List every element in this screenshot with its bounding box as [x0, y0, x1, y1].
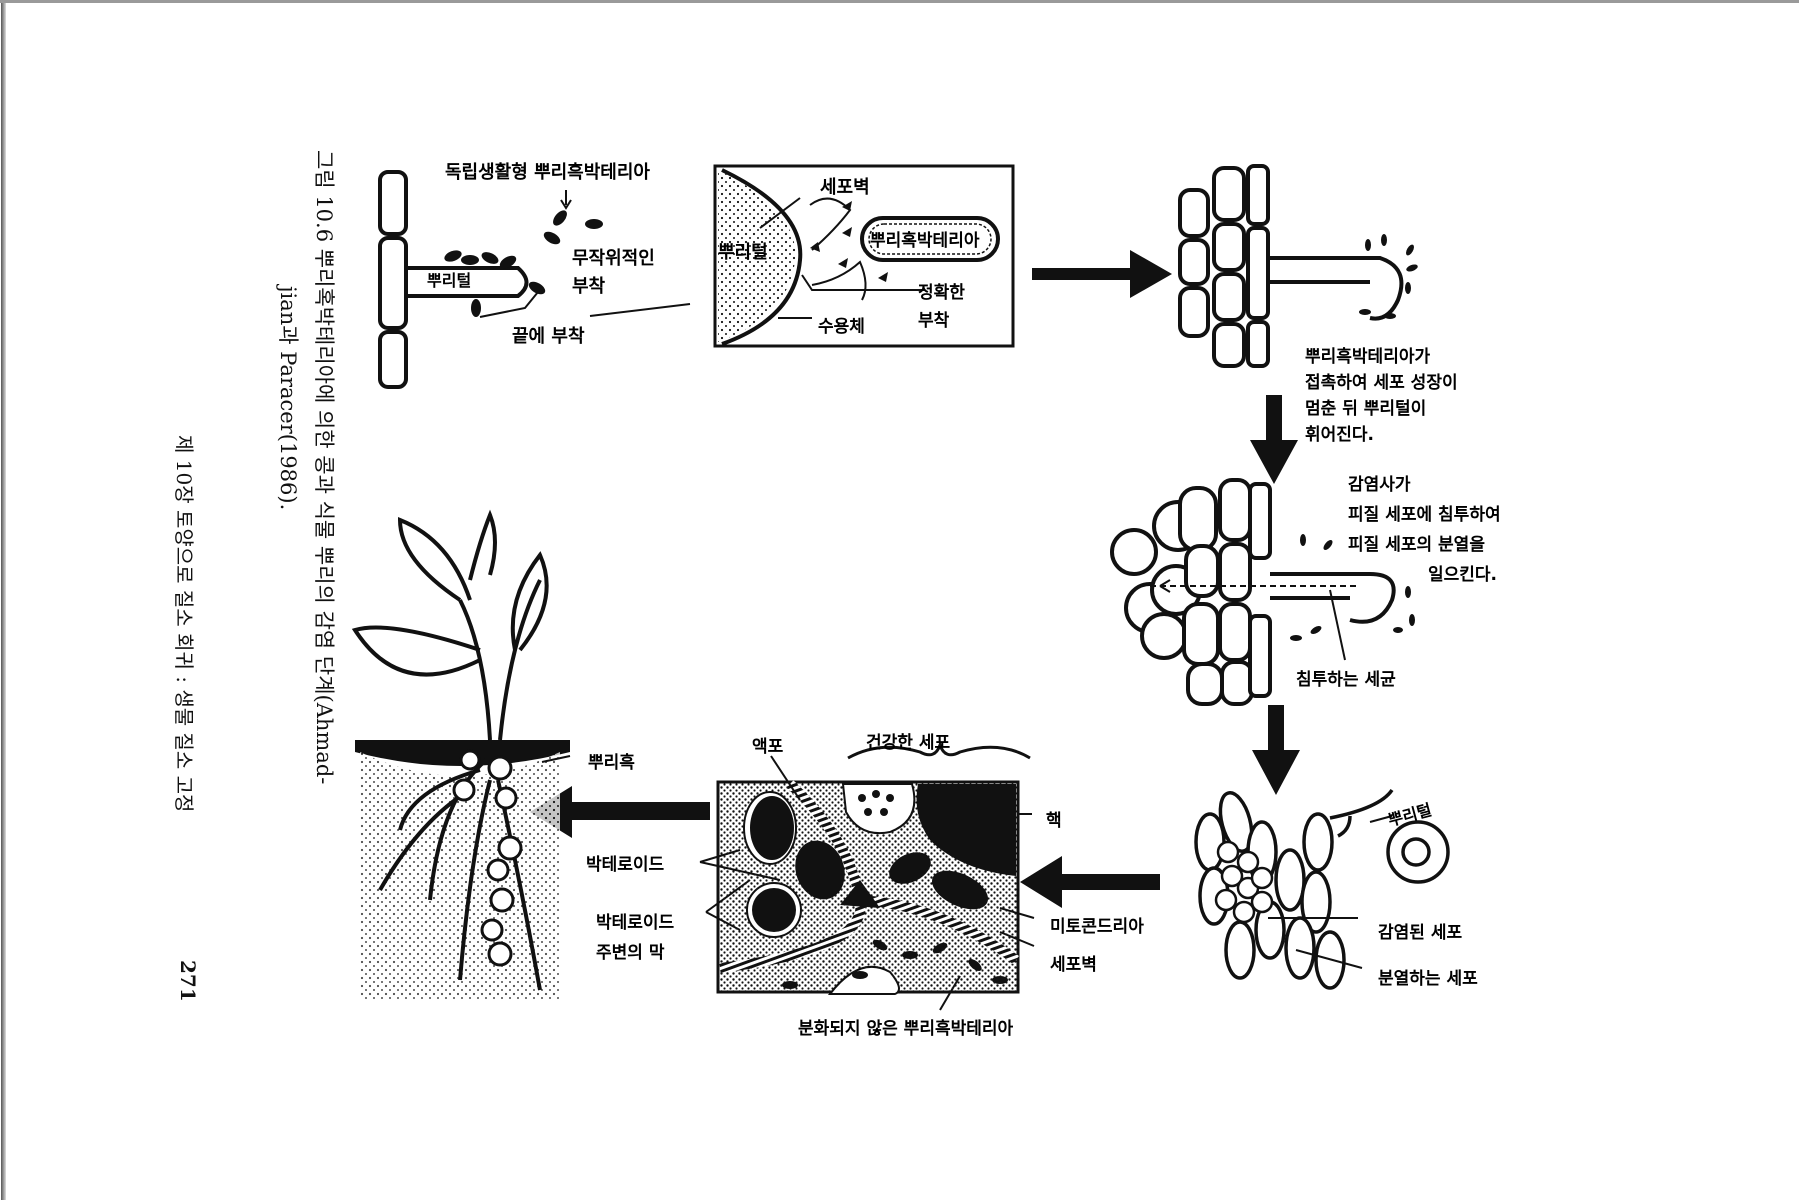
- stage6-membrane-line1: 박테로이드: [596, 913, 675, 933]
- stage1-random-attach-line1: 무작위적인: [572, 248, 655, 269]
- stage5-infected-cell-label: 감염된 세포: [1378, 923, 1462, 943]
- stage1-random-attach-line2: 부착: [572, 276, 606, 297]
- arrow-down-icon: [1252, 705, 1300, 795]
- arrow-left-icon: [1020, 856, 1160, 908]
- stage7-nodule-label: 뿌리흑: [588, 752, 635, 773]
- stage4-invading-label: 침투하는 세균: [1296, 669, 1396, 690]
- stage2-cell-wall-label: 세포벽: [820, 177, 870, 198]
- stage1-tip-attach-label: 끝에 부착: [512, 326, 585, 347]
- stage6-membrane-line2: 주변의 막: [596, 943, 665, 963]
- stage3-desc-line2: 접촉하여 세포 성장이: [1305, 373, 1458, 393]
- stage5-cell-division: [1194, 788, 1450, 990]
- stage4-infection-thread: [1110, 478, 1415, 706]
- bacteria-cluster-icon: [444, 210, 603, 317]
- stage1-free-living-label: 독립생활형 뿌리흑박테리아: [445, 161, 650, 183]
- stage6-nodule-cell-detail: [699, 740, 1035, 1011]
- stage1-root-hair-illustration: [378, 170, 691, 389]
- bacteria-icons: [1359, 234, 1418, 319]
- bacteria-icons: [1290, 534, 1415, 641]
- stage4-desc-line2: 피질 세포에 침투하여: [1348, 504, 1501, 525]
- stage5-root-hair-label: 뿌리털: [1386, 800, 1434, 830]
- stage6-bacteroid-label: 박테로이드: [586, 855, 665, 875]
- stage6-undiff-label: 분화되지 않은 뿌리흑박테리아: [798, 1018, 1014, 1039]
- page-number: 271: [176, 960, 200, 1002]
- stage2-precise-attach-line2: 부착: [918, 311, 950, 331]
- vacuole-granules: [858, 790, 894, 816]
- stage6-nucleus-label: 핵: [1046, 811, 1062, 831]
- stage3-curled-root-hair: [1178, 164, 1418, 368]
- undifferentiated-bacteria: [782, 939, 1008, 989]
- stage3-desc-line4: 휘어진다.: [1305, 424, 1374, 445]
- stage4-desc-line3: 피질 세포의 분열을: [1348, 534, 1485, 555]
- stage6-vacuole-label: 액포: [752, 737, 784, 757]
- stage3-desc-line1: 뿌리흑박테리아가: [1305, 346, 1430, 367]
- window-frame-top: [0, 0, 1799, 3]
- arrow-down-icon: [1250, 395, 1298, 484]
- stage6-mitochondria-label: 미토콘드리아: [1050, 917, 1144, 937]
- window-frame-left: [1, 3, 6, 1200]
- stage1-root-hair-label: 뿌리털: [427, 271, 471, 290]
- stage2-attachment-box: [713, 164, 1015, 348]
- stage2-precise-attach-line1: 정확한: [918, 283, 965, 303]
- stage2-receptor-label: 수용체: [818, 317, 865, 337]
- figure-caption-line1: 그림 10.6 뿌리혹박테리아에 의한 콩과 식물 뿌리의 감염 단계(Ahma…: [312, 150, 336, 785]
- arrow-left-icon: [530, 786, 710, 838]
- arrow-right-icon: [1032, 250, 1172, 298]
- stage4-desc-line4: 일으킨다.: [1428, 565, 1497, 585]
- stage2-root-hair-label: 뿌리털: [718, 242, 768, 263]
- running-head-chapter: 제 10장 토양으로 질소 회귀 : 생물 질소 고정: [172, 435, 196, 813]
- stage6-cell-wall-label: 세포벽: [1050, 955, 1097, 975]
- figure-caption-line2: jian과 Paracer(1986).: [276, 286, 300, 511]
- stage4-desc-line1: 감염사가: [1348, 475, 1411, 495]
- stage5-dividing-cell-label: 분열하는 세포: [1378, 969, 1478, 989]
- stage7-plant-with-nodules: [351, 509, 571, 1000]
- stage2-bacterium-label: 뿌리혹박테리아: [870, 230, 980, 251]
- stage3-desc-line3: 멈춘 뒤 뿌리털이: [1305, 398, 1426, 419]
- nodule-icons: [452, 749, 523, 967]
- stage6-healthy-cell-label: 건강한 세포: [866, 733, 950, 753]
